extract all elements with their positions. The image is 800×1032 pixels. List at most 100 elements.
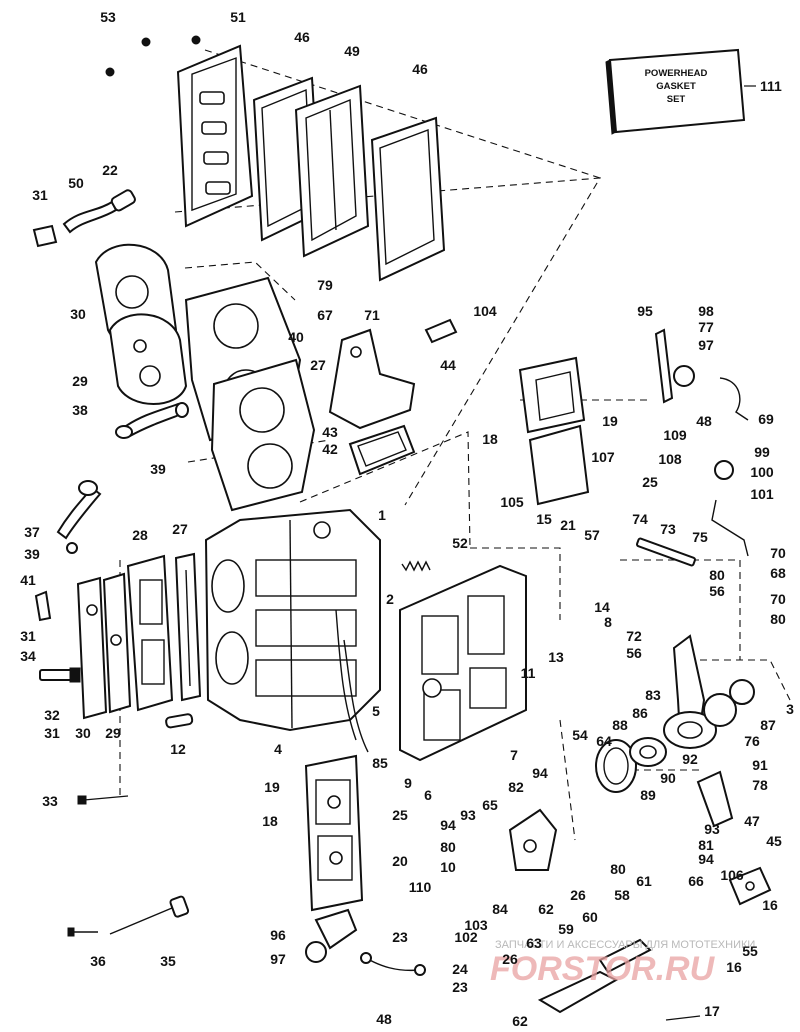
callout-96: 96 (270, 927, 286, 943)
callout-30: 30 (70, 306, 86, 322)
callout-85: 85 (372, 755, 388, 771)
callout-54: 54 (572, 727, 588, 743)
callout-3: 3 (786, 701, 794, 717)
callout-62: 62 (512, 1013, 528, 1029)
callout-20: 20 (392, 853, 408, 869)
callout-58: 58 (614, 887, 630, 903)
spring-69 (719, 377, 749, 421)
callout-64: 64 (596, 733, 612, 749)
callout-72: 72 (626, 628, 642, 644)
intake-cover-28 (126, 554, 174, 712)
screws-53 (105, 35, 201, 77)
callout-14: 14 (594, 599, 610, 615)
callout-81: 81 (698, 837, 714, 853)
seal-52 (401, 560, 431, 572)
gasket-27-left (174, 552, 202, 702)
callout-27: 27 (172, 521, 188, 537)
callout-45: 45 (766, 833, 782, 849)
callout-47: 47 (744, 813, 760, 829)
callout-39: 39 (150, 461, 166, 477)
callout-18: 18 (262, 813, 278, 829)
cam-82 (508, 808, 558, 871)
callout-78: 78 (752, 777, 768, 793)
callout-46: 46 (294, 29, 310, 45)
clip-36 (67, 927, 98, 937)
callout-9: 9 (404, 775, 412, 791)
callout-29: 29 (72, 373, 88, 389)
wire-24 (360, 952, 426, 976)
callout-63: 63 (526, 935, 542, 951)
throttle-arm-95 (654, 328, 695, 404)
watermark-logo: FORSTOR.RU (490, 950, 716, 988)
bracket-43 (328, 328, 416, 430)
callout-86: 86 (632, 705, 648, 721)
callout-55: 55 (742, 943, 758, 959)
callout-46: 46 (412, 61, 428, 77)
bushing-86 (629, 737, 667, 767)
callout-91: 91 (752, 757, 768, 773)
bracket-58 (537, 938, 652, 1014)
callout-32: 32 (44, 707, 60, 723)
watermark: ЗАПЧАСТИ И АКСЕССУАРЫ ДЛЯ МОТОТЕХНИКИ FO… (490, 939, 755, 988)
callout-26: 26 (502, 951, 518, 967)
callout-80: 80 (440, 839, 456, 855)
callout-100: 100 (750, 464, 774, 480)
callout-15: 15 (536, 511, 552, 527)
callout-28: 28 (132, 527, 148, 543)
callout-93: 93 (460, 807, 476, 823)
callout-66: 66 (688, 873, 704, 889)
callout-1: 1 (378, 507, 386, 523)
callout-22: 22 (102, 162, 118, 178)
callout-24: 24 (452, 961, 468, 977)
callout-71: 71 (364, 307, 380, 323)
bolt-75 (636, 537, 696, 567)
callout-69: 69 (758, 411, 774, 427)
callout-11: 11 (521, 665, 536, 681)
callout-49: 49 (344, 43, 360, 59)
callout-104: 104 (473, 303, 497, 319)
bracket-96 (305, 908, 358, 963)
callout-88: 88 (612, 717, 628, 733)
callout-107: 107 (591, 449, 615, 465)
clip-104 (424, 318, 458, 344)
callout-8: 8 (604, 614, 612, 630)
callout-6: 6 (424, 787, 432, 803)
callout-48: 48 (376, 1011, 392, 1027)
callout-73: 73 (660, 521, 676, 537)
callout-26: 26 (570, 887, 586, 903)
callout-80: 80 (610, 861, 626, 877)
callout-56: 56 (626, 645, 642, 661)
callout-65: 65 (482, 797, 498, 813)
hose-38 (115, 402, 189, 439)
exhaust-plate-29 (108, 313, 188, 405)
clip-41 (34, 590, 52, 622)
callout-70: 70 (770, 591, 786, 607)
lever-45 (728, 866, 772, 906)
callout-18: 18 (482, 431, 498, 447)
callout-31: 31 (20, 628, 36, 644)
callout-106: 106 (720, 867, 744, 883)
callout-77: 77 (698, 319, 714, 335)
gasket-box-line-1: POWERHEAD (645, 68, 708, 79)
plate-30-29 (76, 572, 132, 720)
callout-50: 50 (68, 175, 84, 191)
callout-80: 80 (770, 611, 786, 627)
callout-36: 36 (90, 953, 106, 969)
hose-50-fitting-22 (32, 189, 136, 248)
callout-59: 59 (558, 921, 574, 937)
crankcase-cover (399, 564, 527, 762)
spring-88 (595, 739, 637, 793)
transfer-cover-51 (176, 44, 254, 228)
callout-23: 23 (452, 979, 468, 995)
callout-87: 87 (760, 717, 776, 733)
callout-83: 83 (645, 687, 661, 703)
callout-17: 17 (704, 1003, 720, 1019)
callout-31: 31 (44, 725, 60, 741)
callout-61: 61 (636, 873, 652, 889)
callout-94: 94 (532, 765, 548, 781)
callout-53: 53 (100, 9, 116, 25)
callout-42: 42 (322, 441, 338, 457)
spark-plug-34 (39, 667, 81, 683)
